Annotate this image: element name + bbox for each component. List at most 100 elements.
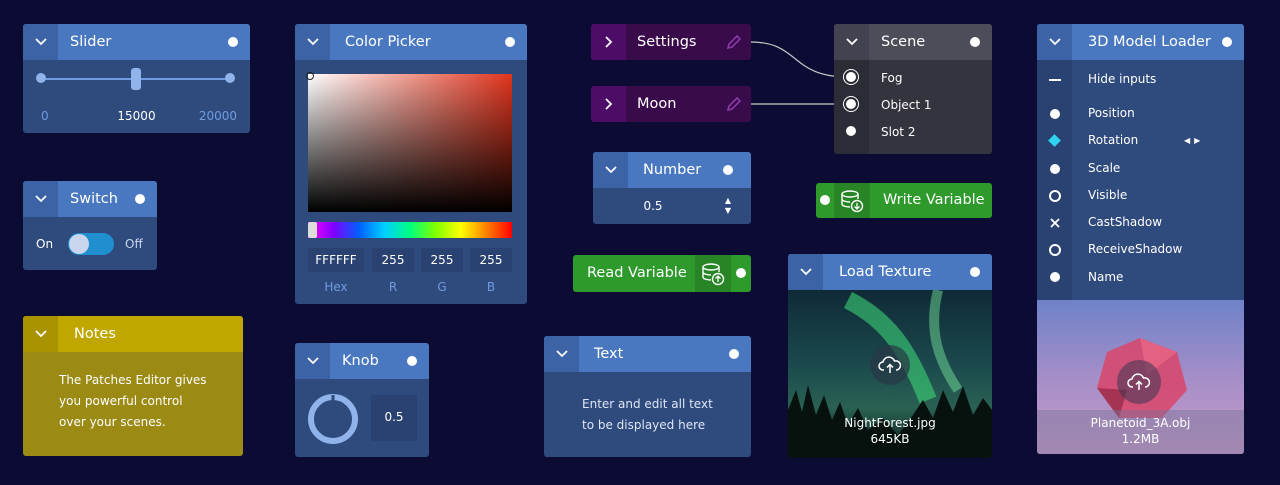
notes-header[interactable]: Notes [23, 316, 243, 352]
collapse-chevron-icon[interactable] [295, 24, 330, 60]
knob-dial[interactable] [307, 393, 359, 445]
upload-cloud-icon[interactable] [870, 345, 910, 385]
settings-node[interactable]: Settings [591, 24, 751, 60]
saturation-area[interactable] [308, 74, 512, 212]
model-loader-header[interactable]: 3D Model Loader [1037, 24, 1244, 60]
output-port[interactable] [729, 349, 739, 359]
database-download-icon [834, 183, 870, 218]
position-input-port[interactable] [1050, 109, 1060, 119]
color-picker-cursor[interactable] [306, 72, 314, 80]
collapse-chevron-icon[interactable] [593, 152, 628, 188]
output-port[interactable] [723, 165, 733, 175]
scale-input-port[interactable] [1050, 164, 1060, 174]
number-stepper-icon[interactable]: ▲▼ [724, 196, 731, 215]
b-field[interactable]: 255 [470, 248, 512, 272]
notes-node: Notes The Patches Editor gives you power… [23, 316, 243, 456]
output-port[interactable] [970, 37, 980, 47]
load-texture-node: Load Texture NightForest.jpg 645KB [788, 254, 992, 458]
g-field[interactable]: 255 [421, 248, 463, 272]
model-filesize: 1.2MB [1121, 432, 1160, 446]
knob-header[interactable]: Knob [295, 343, 429, 379]
g-value: 255 [430, 253, 454, 267]
collapse-chevron-icon[interactable] [1037, 24, 1072, 60]
expand-chevron-icon[interactable] [591, 86, 626, 122]
output-port[interactable] [970, 267, 980, 277]
model-item-scale: Scale [1088, 161, 1121, 175]
hex-value: FFFFFF [315, 253, 357, 267]
scene-item-fog: Fog [881, 71, 903, 85]
hue-handle[interactable] [308, 222, 317, 238]
scene-item-object-1: Object 1 [881, 98, 932, 112]
model-preview[interactable]: Planetoid_3A.obj 1.2MB [1037, 300, 1244, 454]
slider-min-handle[interactable] [36, 73, 46, 83]
model-filename: Planetoid_3A.obj [1090, 416, 1191, 430]
name-input-port[interactable] [1050, 272, 1060, 282]
load-texture-header[interactable]: Load Texture [788, 254, 992, 290]
slider-header[interactable]: Slider [23, 24, 250, 60]
color-picker-node: Color Picker FFFFFF 255 255 255 Hex R G … [295, 24, 527, 304]
number-value[interactable]: 0.5 [643, 199, 663, 213]
r-field[interactable]: 255 [372, 248, 414, 272]
moon-node[interactable]: Moon [591, 86, 751, 122]
output-port[interactable] [1222, 37, 1232, 47]
collapse-chevron-icon[interactable] [544, 336, 579, 372]
hide-inputs-toggle-icon[interactable] [1049, 79, 1061, 81]
r-value: 255 [381, 253, 405, 267]
notes-line-3[interactable]: over your scenes. [59, 415, 166, 429]
output-port[interactable] [135, 194, 145, 204]
receiveshadow-ring-port[interactable] [1049, 244, 1061, 256]
notes-line-1[interactable]: The Patches Editor gives [59, 373, 207, 387]
notes-title: Notes [74, 326, 116, 342]
texture-preview[interactable]: NightForest.jpg 645KB [788, 290, 992, 458]
switch-header[interactable]: Switch [23, 181, 157, 217]
collapse-chevron-icon[interactable] [788, 254, 823, 290]
knob-node: Knob 0.5 [295, 343, 429, 457]
text-line-2[interactable]: to be displayed here [582, 418, 706, 432]
read-variable-label: Read Variable [587, 265, 687, 281]
expand-chevron-icon[interactable] [591, 24, 626, 60]
slider-thumb[interactable] [131, 68, 141, 90]
switch-title: Switch [70, 191, 118, 207]
settings-label: Settings [637, 34, 697, 50]
fog-input-port[interactable] [846, 72, 856, 82]
castshadow-close-icon[interactable] [1049, 214, 1061, 233]
moon-label: Moon [637, 96, 677, 112]
texture-filename: NightForest.jpg [844, 416, 936, 430]
object1-input-port[interactable] [846, 99, 856, 109]
hide-inputs-label[interactable]: Hide inputs [1088, 72, 1157, 86]
output-port[interactable] [228, 37, 238, 47]
output-port[interactable] [736, 268, 746, 278]
text-line-1[interactable]: Enter and edit all text [582, 397, 713, 411]
read-variable-node[interactable]: Read Variable [573, 255, 751, 292]
knob-title: Knob [342, 353, 379, 369]
notes-line-2[interactable]: you powerful control [59, 394, 183, 408]
model-item-rotation: Rotation [1088, 133, 1139, 147]
input-port[interactable] [820, 195, 830, 205]
switch-off-label: Off [125, 237, 143, 251]
collapse-chevron-icon[interactable] [295, 343, 330, 379]
collapse-chevron-icon[interactable] [23, 316, 58, 352]
pencil-icon[interactable] [725, 33, 743, 51]
rotation-stepper-icon[interactable]: ◀▶ [1184, 136, 1205, 145]
pencil-icon[interactable] [725, 95, 743, 113]
slider-min-label: 0 [41, 109, 49, 123]
hex-field[interactable]: FFFFFF [308, 248, 364, 272]
scene-header[interactable]: Scene [834, 24, 992, 60]
output-port[interactable] [505, 37, 515, 47]
slot2-input-port[interactable] [846, 126, 856, 136]
upload-cloud-icon[interactable] [1117, 360, 1161, 404]
visible-ring-port[interactable] [1049, 190, 1061, 202]
output-port[interactable] [407, 356, 417, 366]
collapse-chevron-icon[interactable] [23, 24, 58, 60]
write-variable-node[interactable]: Write Variable [816, 183, 992, 218]
slider-max-label: 20000 [198, 109, 237, 123]
collapse-chevron-icon[interactable] [23, 181, 58, 217]
toggle-switch[interactable] [68, 233, 114, 255]
color-picker-header[interactable]: Color Picker [295, 24, 527, 60]
number-header[interactable]: Number [593, 152, 751, 188]
hue-slider[interactable] [308, 222, 512, 238]
collapse-chevron-icon[interactable] [834, 24, 869, 60]
knob-value-field[interactable]: 0.5 [371, 395, 417, 441]
slider-max-handle[interactable] [225, 73, 235, 83]
text-header[interactable]: Text [544, 336, 751, 372]
